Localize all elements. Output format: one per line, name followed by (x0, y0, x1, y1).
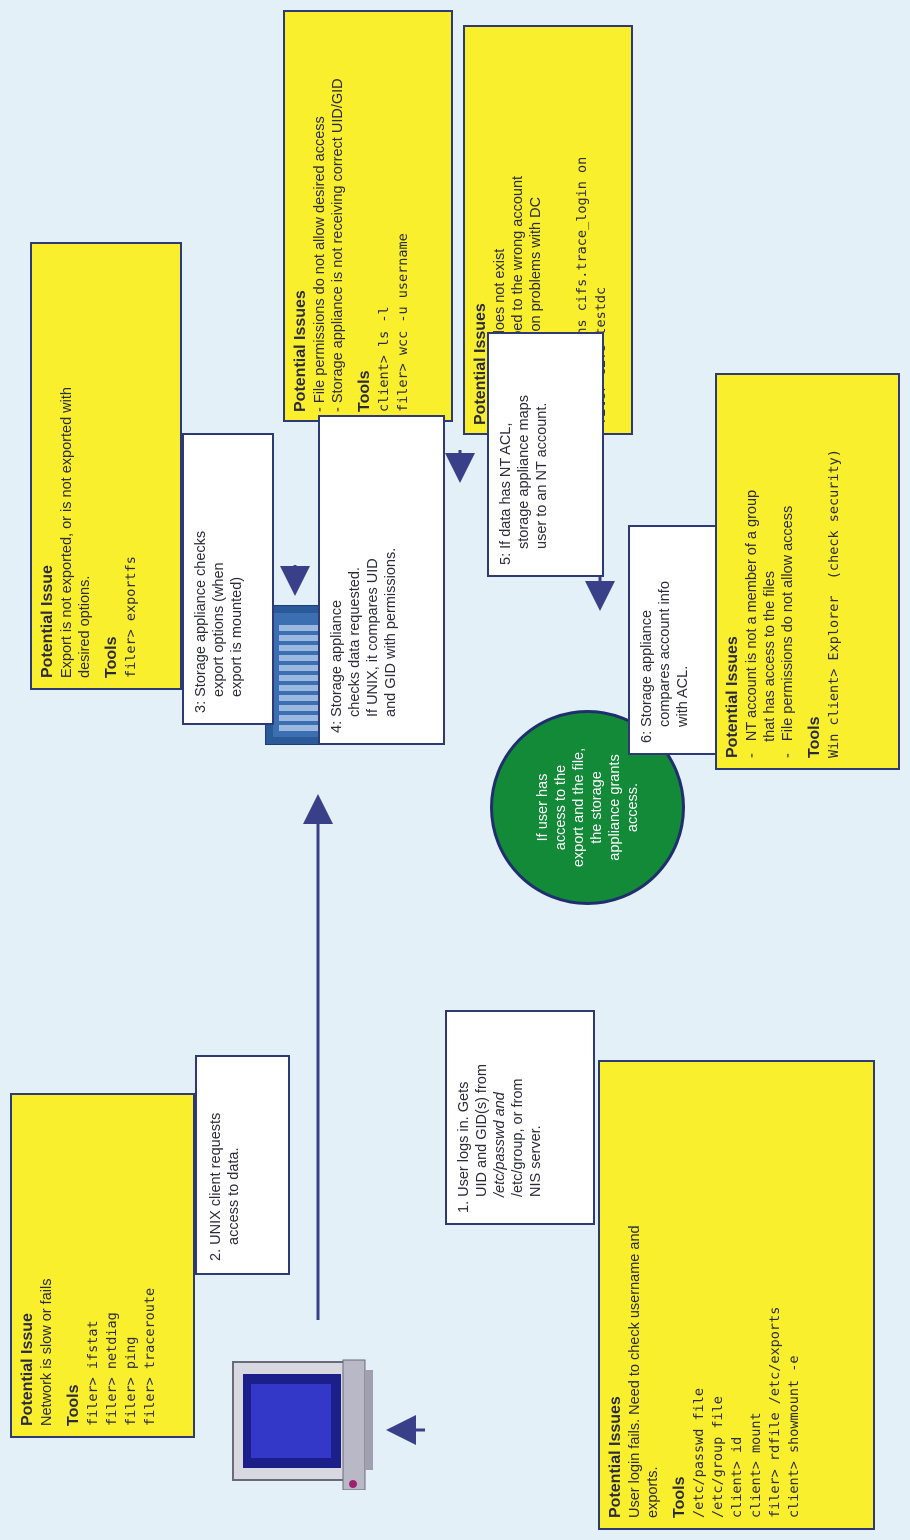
step5-number: 5: (498, 552, 514, 565)
step6-number: 6: (639, 730, 655, 743)
export-tools-label: Tools (103, 636, 120, 678)
unix-workstation (225, 1350, 375, 1491)
step3-line: export options (when (211, 562, 227, 697)
export-issue-text: Export is not exported, or is not export… (59, 387, 75, 678)
permission-issue-box: Potential Issues - File permissions do n… (283, 10, 453, 422)
network-tool: filer> traceroute (142, 1287, 158, 1426)
login-tool: client> id (729, 1436, 745, 1518)
step4-line: checks data requested. (347, 567, 363, 717)
login-issue-text: User login fails. Need to check username… (627, 1225, 643, 1518)
permission-issue-text: - File permissions do not allow desired … (312, 116, 328, 412)
acl-issue-text: that has access to the files (762, 571, 778, 758)
workstation-icon (232, 1359, 373, 1491)
step3-number: 3: (193, 700, 209, 713)
step4-box: 4: Storage appliance checks data request… (318, 415, 445, 745)
permission-tool: client> ls -l (376, 306, 392, 412)
acl-tool: Win client> Explorer (check security) (826, 449, 842, 758)
network-tool: filer> ping (123, 1336, 139, 1426)
step1-line: User logs in. Gets (456, 1081, 472, 1197)
grant-line: appliance grants (606, 754, 623, 861)
login-tool: client> showmount -e (786, 1355, 802, 1518)
step3-line: export is mounted) (229, 576, 245, 697)
acl-issue-box: Potential Issues - NT account is not a m… (715, 373, 900, 770)
step1-line: UID and GID(s) from (474, 1064, 490, 1197)
permission-issue-text: - Storage appliance is not receiving cor… (330, 78, 346, 412)
step5-line: user to an NT account. (534, 402, 550, 549)
export-tool: filer> exportfs (123, 556, 139, 678)
permission-tools-label: Tools (356, 370, 373, 412)
network-tool: filer> netdiag (104, 1312, 120, 1426)
grant-line: If user has (534, 773, 551, 842)
step3-line: Storage appliance checks (193, 530, 209, 697)
step6-line: compares account info (657, 581, 673, 727)
network-issue-title: Potential Issue (19, 1313, 36, 1426)
network-tool: filer> ifstat (85, 1320, 101, 1426)
permission-tool: filer> wcc -u username (395, 233, 411, 412)
login-tool: filer> rdfile /etc/exports (767, 1306, 783, 1518)
login-issue-box: Potential Issues User login fails. Need … (598, 1060, 875, 1530)
export-issue-text: desired options. (77, 575, 93, 678)
grant-line: the storage (588, 771, 605, 844)
login-tool: /etc/group file (710, 1396, 726, 1518)
step4-line: and GID with permissions. (383, 547, 399, 717)
step2-line: access to data. (226, 1147, 242, 1245)
step6-line: Storage appliance (639, 609, 655, 727)
step1-number: 1. (456, 1200, 472, 1213)
network-issue-text: Network is slow or fails (39, 1278, 55, 1426)
export-issue-box: Potential Issue Export is not exported, … (30, 242, 182, 690)
grant-line: access. (624, 782, 641, 833)
network-tools-label: Tools (65, 1384, 82, 1426)
step5-line: storage appliance maps (516, 395, 532, 549)
permission-issue-title: Potential Issues (292, 290, 309, 412)
step6-line: with ACL. (675, 665, 691, 727)
login-issue-title: Potential Issues (607, 1396, 624, 1518)
step4-number: 4: (329, 720, 345, 733)
step2-line: UNIX client requests (208, 1112, 224, 1245)
export-issue-title: Potential Issue (39, 565, 56, 678)
acl-issue-text: - NT account is not a member of a group (744, 489, 760, 758)
step5-box: 5: If data has NT ACL, storage appliance… (487, 332, 604, 577)
step1-line: /etc/passwd and (492, 1092, 508, 1197)
step6-box: 6: Storage appliance compares account in… (628, 525, 718, 755)
step4-line: Storage appliance (329, 599, 345, 717)
step5-line: If data has NT ACL, (498, 422, 514, 549)
step1-line: NIS server. (528, 1125, 544, 1197)
step4-line: If UNIX, it compares UID (365, 558, 381, 717)
acl-tools-label: Tools (806, 716, 823, 758)
step1-line: /etc/group, or from (510, 1078, 526, 1197)
login-issue-text: exports. (645, 1466, 661, 1518)
step2-number: 2. (208, 1248, 224, 1261)
step1-box: 1. User logs in. Gets UID and GID(s) fro… (445, 1010, 595, 1225)
login-tools-label: Tools (671, 1476, 688, 1518)
step3-box: 3: Storage appliance checks export optio… (182, 433, 274, 725)
login-tool: /etc/passwd file (691, 1387, 707, 1518)
acl-issue-title: Potential Issues (724, 636, 741, 758)
network-issue-box: Potential Issue Network is slow or fails… (10, 1093, 195, 1438)
grant-line: export and the file, (570, 747, 587, 868)
acl-issue-text: - File permissions do not allow access (780, 505, 796, 758)
step2-box: 2. UNIX client requests access to data. (195, 1055, 290, 1275)
login-tool: client> mount (748, 1412, 764, 1518)
grant-line: access to the (552, 764, 569, 851)
